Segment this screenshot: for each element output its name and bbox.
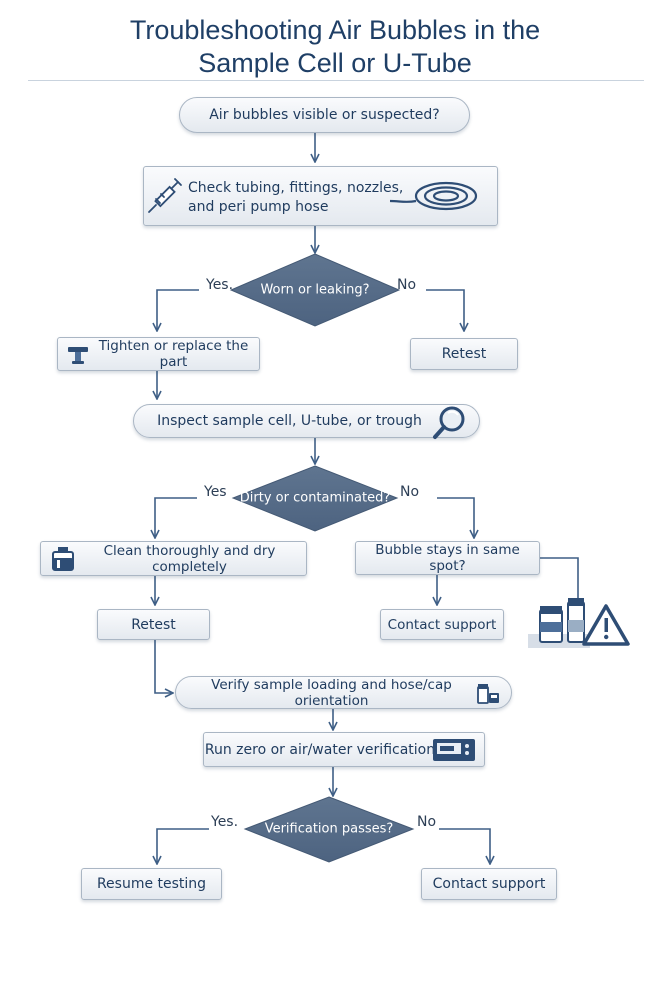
branch-no-1: No bbox=[397, 277, 417, 293]
arrow-retest-to-verify bbox=[154, 640, 172, 693]
instrument-display-icon bbox=[433, 739, 475, 761]
arrow-verification-no bbox=[439, 828, 490, 863]
arrow-worn-no bbox=[426, 289, 464, 330]
tighten-label: Tighten or replace the part bbox=[98, 338, 249, 370]
branch-yes-3: Yes. bbox=[211, 814, 239, 830]
title-divider bbox=[28, 80, 644, 81]
check-tubing-node[interactable]: Check tubing, fittings, nozzles, and per… bbox=[143, 166, 498, 226]
title-line-2: Sample Cell or U-Tube bbox=[198, 48, 472, 78]
retest-node-2[interactable]: Retest bbox=[97, 609, 210, 640]
syringe-icon bbox=[148, 178, 182, 213]
clean-node[interactable]: Clean thoroughly and dry completely bbox=[40, 541, 307, 576]
branch-yes-2: Yes bbox=[204, 484, 227, 500]
decision-diamond-dirty bbox=[231, 465, 399, 532]
decision-diamond-worn bbox=[229, 253, 401, 327]
magnifier-icon bbox=[433, 406, 465, 439]
retest-1-label: Retest bbox=[441, 346, 487, 362]
arrow-dirty-no bbox=[437, 497, 474, 537]
verify-loading-node[interactable]: Verify sample loading and hose/cap orien… bbox=[175, 676, 512, 709]
page-title: Troubleshooting Air Bubbles in the Sampl… bbox=[40, 14, 630, 80]
run-zero-label: Run zero or air/water verification bbox=[204, 741, 436, 758]
title-line-1: Troubleshooting Air Bubbles in the bbox=[129, 15, 541, 45]
branch-no-3: No bbox=[417, 814, 437, 830]
resume-testing-node[interactable]: Resume testing bbox=[81, 868, 222, 900]
contact-support-1-label: Contact support bbox=[387, 616, 497, 633]
contact-support-2-label: Contact support bbox=[432, 876, 546, 892]
arrow-verification-yes bbox=[157, 828, 209, 863]
clean-label: Clean thoroughly and dry completely bbox=[103, 542, 276, 575]
resume-testing-label: Resume testing bbox=[96, 876, 207, 892]
inspect-label: Inspect sample cell, U-tube, or trough bbox=[157, 413, 422, 429]
sample-vials-warning-icon bbox=[528, 598, 630, 648]
retest-2-label: Retest bbox=[131, 616, 176, 633]
check-tubing-line-1: Check tubing, fittings, nozzles, bbox=[188, 180, 404, 196]
decision-diamond-verification bbox=[243, 796, 415, 863]
arrow-worn-yes bbox=[157, 289, 199, 330]
coiled-hose-icon bbox=[389, 181, 478, 211]
check-tubing-line-2: and peri pump hose bbox=[188, 199, 329, 215]
sample-cartridge-icon bbox=[477, 684, 499, 704]
fitting-icon bbox=[68, 347, 88, 364]
retest-node-1[interactable]: Retest bbox=[410, 338, 518, 370]
check-tubing-label: Check tubing, fittings, nozzles, and per… bbox=[188, 179, 403, 217]
contact-support-node-2[interactable]: Contact support bbox=[421, 868, 557, 900]
decision-worn-label: Worn or leaking? bbox=[260, 282, 370, 298]
branch-yes-1: Yes. bbox=[206, 277, 234, 293]
branch-no-2: No bbox=[400, 484, 420, 500]
bubble-stays-node[interactable]: Bubble stays in same spot? bbox=[355, 541, 540, 575]
line-bubble-to-warning bbox=[540, 557, 579, 598]
bubble-stays-label: Bubble stays in same spot? bbox=[375, 542, 520, 574]
cleaning-container-icon bbox=[52, 547, 74, 571]
start-node-label: Air bubbles visible or suspected? bbox=[209, 107, 440, 123]
verify-loading-label: Verify sample loading and hose/cap orien… bbox=[211, 676, 452, 709]
decision-dirty-label: Dirty or contaminated? bbox=[239, 490, 391, 506]
inspect-node[interactable]: Inspect sample cell, U-tube, or trough bbox=[133, 404, 480, 438]
start-node[interactable]: Air bubbles visible or suspected? bbox=[179, 97, 470, 133]
connectors bbox=[154, 133, 579, 863]
arrow-dirty-yes bbox=[155, 497, 197, 537]
tighten-node[interactable]: Tighten or replace the part bbox=[57, 337, 260, 371]
contact-support-node-1[interactable]: Contact support bbox=[380, 609, 504, 640]
decision-verification-label: Verification passes? bbox=[264, 821, 394, 837]
